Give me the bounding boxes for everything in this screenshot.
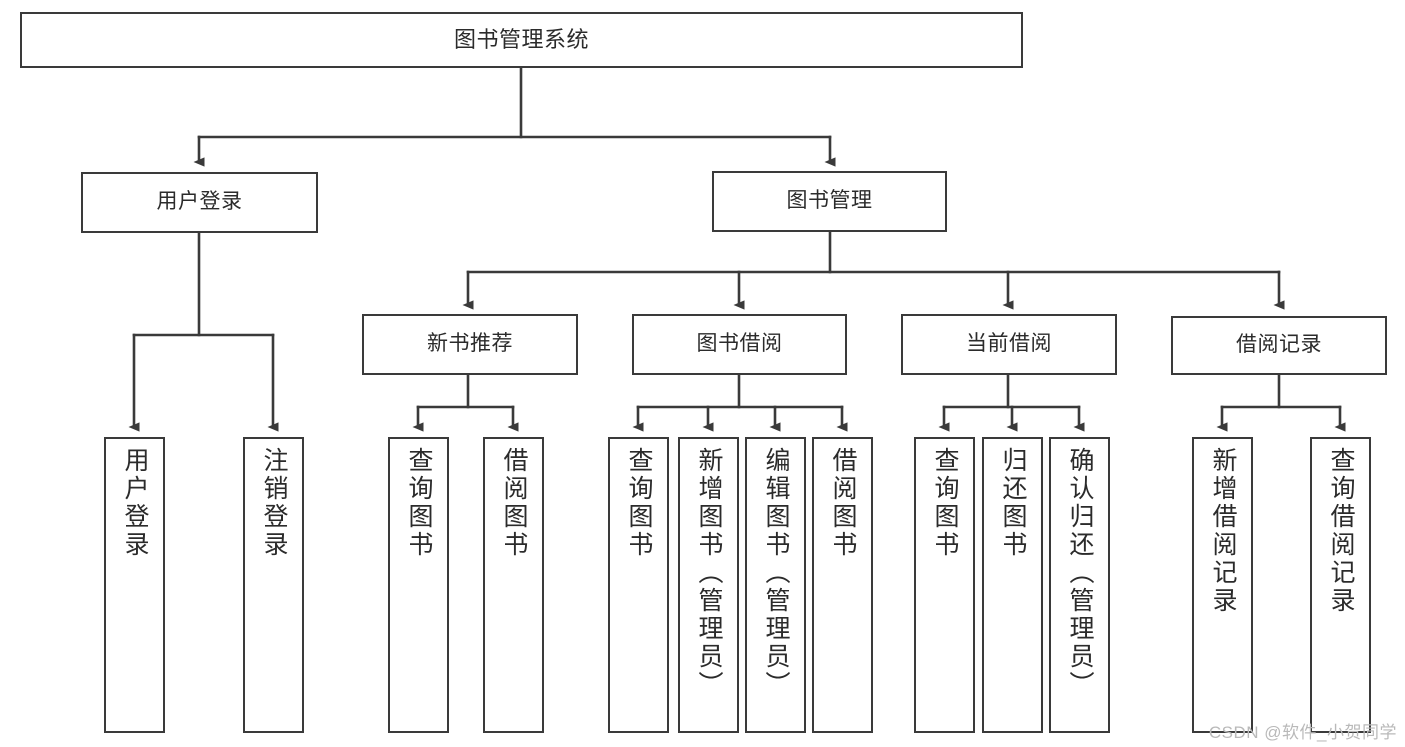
leaf-return-book[interactable]: 归还图书 [982,437,1043,733]
node-current-borrow[interactable]: 当前借阅 [901,314,1117,375]
watermark: CSDN @软件_小贺同学 [1208,723,1397,742]
leaf-logout[interactable]: 注销登录 [243,437,304,733]
leaf-user-login[interactable]: 用户登录 [104,437,165,733]
leaf-recommend-query-book[interactable]: 查询图书 [388,437,449,733]
leaf-recommend-query-book-label: 查询图书 [405,447,433,559]
leaf-add-book-admin-label: 新增图书（管理员） [695,447,723,699]
node-new-book-recommend-label: 新书推荐 [427,332,513,356]
node-book-borrow[interactable]: 图书借阅 [632,314,847,375]
leaf-borrow-query-book-label: 查询图书 [625,447,653,559]
node-user-login-label: 用户登录 [156,190,243,214]
leaf-return-book-label: 归还图书 [999,447,1027,559]
leaf-edit-book-admin[interactable]: 编辑图书（管理员） [745,437,806,733]
leaf-current-query-book-label: 查询图书 [931,447,959,559]
node-book-management-label: 图书管理 [786,189,873,213]
leaf-query-borrow-record[interactable]: 查询借阅记录 [1310,437,1371,733]
leaf-add-borrow-record-label: 新增借阅记录 [1209,447,1237,615]
leaf-logout-label: 注销登录 [260,447,288,559]
leaf-user-login-label: 用户登录 [121,447,149,559]
leaf-query-borrow-record-label: 查询借阅记录 [1327,447,1355,615]
leaf-edit-book-admin-label: 编辑图书（管理员） [762,447,790,699]
leaf-borrow-book-label: 借阅图书 [829,447,857,559]
node-user-login[interactable]: 用户登录 [81,172,318,233]
node-new-book-recommend[interactable]: 新书推荐 [362,314,578,375]
leaf-confirm-return-admin-label: 确认归还（管理员） [1066,447,1094,699]
leaf-recommend-borrow-book-label: 借阅图书 [500,447,528,559]
leaf-confirm-return-admin[interactable]: 确认归还（管理员） [1049,437,1110,733]
leaf-borrow-book[interactable]: 借阅图书 [812,437,873,733]
node-book-borrow-label: 图书借阅 [696,332,783,356]
node-root[interactable]: 图书管理系统 [20,12,1023,68]
node-book-management[interactable]: 图书管理 [712,171,947,232]
leaf-recommend-borrow-book[interactable]: 借阅图书 [483,437,544,733]
node-root-label: 图书管理系统 [453,27,589,53]
leaf-borrow-query-book[interactable]: 查询图书 [608,437,669,733]
node-borrow-records-label: 借阅记录 [1236,333,1322,357]
leaf-add-book-admin[interactable]: 新增图书（管理员） [678,437,739,733]
leaf-current-query-book[interactable]: 查询图书 [914,437,975,733]
node-current-borrow-label: 当前借阅 [966,332,1052,356]
node-borrow-records[interactable]: 借阅记录 [1171,316,1387,375]
leaf-add-borrow-record[interactable]: 新增借阅记录 [1192,437,1253,733]
